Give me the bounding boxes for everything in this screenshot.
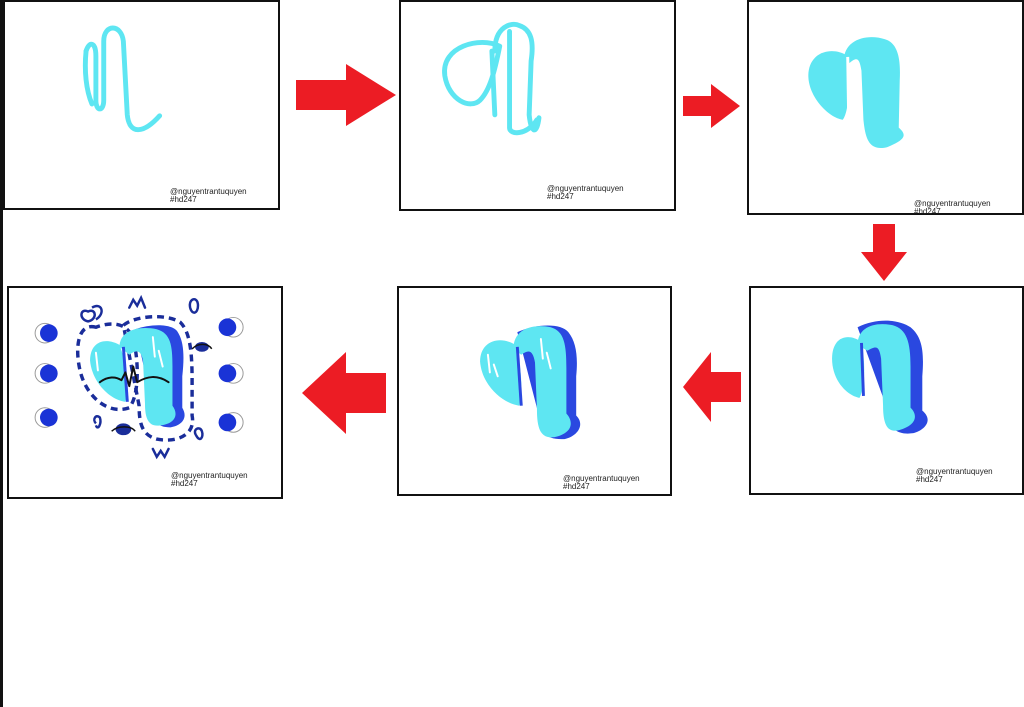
- signature-handle: @nguyentrantuquyen: [171, 471, 248, 480]
- closed-outline-loop-icon: [442, 21, 542, 136]
- thin-outline-stroke-icon: [82, 25, 163, 133]
- signature: @nguyentrantuquyen #hd247: [547, 185, 624, 201]
- filled-shape-icon: [808, 37, 904, 148]
- signature-handle: @nguyentrantuquyen: [563, 474, 640, 483]
- signature: @nguyentrantuquyen #hd247: [914, 200, 991, 216]
- step-panel-1: @nguyentrantuquyen #hd247: [3, 0, 280, 210]
- signature-tag: #hd247: [916, 475, 943, 484]
- signature-tag: #hd247: [563, 482, 590, 491]
- signature-handle: @nguyentrantuquyen: [170, 187, 247, 196]
- arrow-right-icon: [683, 84, 740, 128]
- highlighted-shape-icon: [480, 325, 581, 440]
- page-left-border: [0, 0, 3, 707]
- signature-tag: #hd247: [170, 195, 197, 204]
- signature-handle: @nguyentrantuquyen: [914, 199, 991, 208]
- step-panel-6: @nguyentrantuquyen #hd247: [7, 286, 283, 499]
- decorated-shape-icon: [34, 294, 244, 460]
- arrow-left-icon: [683, 352, 741, 422]
- step-panel-3: @nguyentrantuquyen #hd247: [747, 0, 1024, 216]
- signature-tag: #hd247: [914, 207, 941, 216]
- arrow-right-icon: [296, 64, 396, 126]
- step-panel-2: @nguyentrantuquyen #hd247: [399, 0, 676, 211]
- signature: @nguyentrantuquyen #hd247: [170, 188, 247, 204]
- step-panel-4: @nguyentrantuquyen #hd247: [749, 286, 1024, 495]
- step-panel-5: @nguyentrantuquyen #hd247: [397, 286, 672, 496]
- signature-tag: #hd247: [547, 192, 574, 201]
- signature: @nguyentrantuquyen #hd247: [563, 475, 640, 491]
- shaded-shape-icon: [832, 320, 928, 434]
- signature-handle: @nguyentrantuquyen: [547, 184, 624, 193]
- signature-tag: #hd247: [171, 479, 198, 488]
- signature: @nguyentrantuquyen #hd247: [916, 468, 993, 484]
- signature: @nguyentrantuquyen #hd247: [171, 472, 248, 488]
- signature-handle: @nguyentrantuquyen: [916, 467, 993, 476]
- arrow-left-icon: [302, 352, 386, 434]
- arrow-down-icon: [861, 224, 907, 281]
